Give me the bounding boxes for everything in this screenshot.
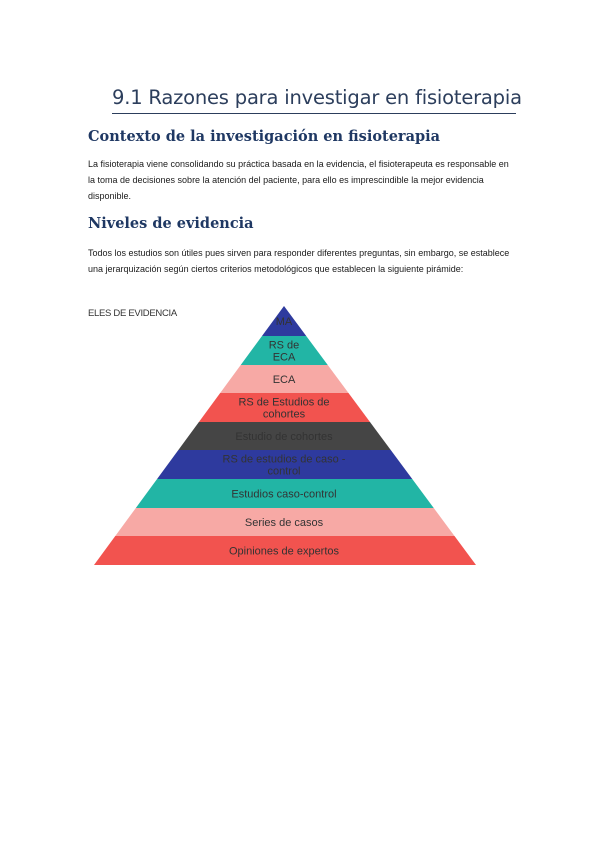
pyramid-level-3 bbox=[220, 365, 349, 393]
pyramid-level-3-label: ECA bbox=[273, 374, 296, 386]
pyramid-level-4-label: RS de Estudios de bbox=[238, 397, 329, 409]
section-body-niveles: Todos los estudios son útiles pues sirve… bbox=[88, 248, 510, 274]
pyramid-level-6-label: control bbox=[267, 466, 300, 478]
pyramid-level-4 bbox=[198, 393, 370, 422]
pyramid-level-5-label: Estudio de cohortes bbox=[235, 431, 333, 443]
pyramid-level-1-label: MA bbox=[276, 316, 293, 328]
pyramid-level-5 bbox=[178, 422, 391, 450]
pyramid-level-2 bbox=[240, 336, 328, 365]
section-body-contexto: La fisioterapia viene consolidando su pr… bbox=[88, 159, 509, 201]
section-title-niveles: Niveles de evidencia bbox=[88, 215, 254, 232]
pyramid-level-8-label: Series de casos bbox=[245, 517, 324, 529]
pyramid-level-2-label: ECA bbox=[273, 352, 296, 364]
pyramid-level-4-label: cohortes bbox=[263, 409, 306, 421]
pyramid-level-7 bbox=[135, 479, 434, 508]
pyramid-level-6 bbox=[157, 450, 413, 479]
pyramid-level-8 bbox=[115, 508, 455, 536]
pyramid-level-9 bbox=[94, 536, 476, 565]
section-title-contexto: Contexto de la investigación en fisioter… bbox=[88, 128, 441, 145]
pyramid-label: ELES DE EVIDENCIA bbox=[88, 308, 177, 319]
pyramid-level-6-label: RS de estudios de caso - bbox=[223, 454, 346, 466]
pyramid-level-7-label: Estudios caso-control bbox=[231, 489, 336, 501]
pyramid-level-2-label: RS de bbox=[269, 340, 300, 352]
heading-underline bbox=[112, 113, 516, 114]
page-heading: 9.1 Razones para investigar en fisiotera… bbox=[112, 86, 522, 109]
pyramid-level-1 bbox=[261, 306, 307, 336]
pyramid-level-9-label: Opiniones de expertos bbox=[229, 546, 340, 558]
